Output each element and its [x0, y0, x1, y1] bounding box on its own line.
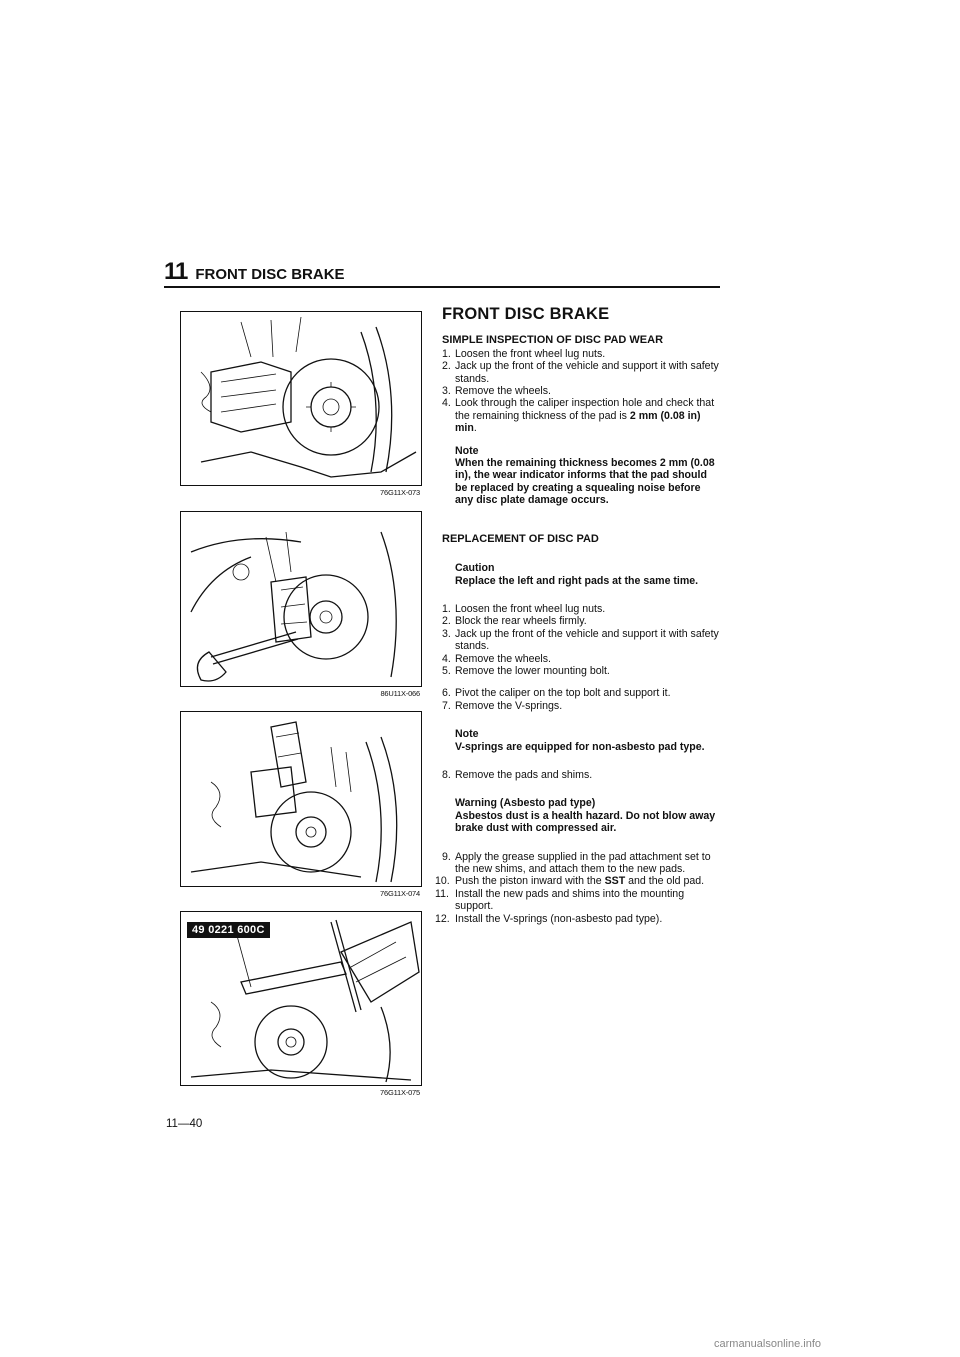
list-item: 11.Install the new pads and shims into t…	[435, 887, 685, 913]
caliper-pivot-drawing	[190, 721, 398, 883]
list-item: 3.Jack up the front of the vehicle and s…	[442, 627, 719, 653]
caliper-bolt-removal-drawing	[190, 531, 397, 682]
figure-1-illustration	[180, 311, 422, 486]
figure-2-code: 86U11X-066	[380, 689, 420, 698]
list-item: 6.Pivot the caliper on the top bolt and …	[442, 687, 671, 700]
figure-4-illustration: 49 0221 600C	[180, 911, 422, 1086]
watermark: carmanualsonline.info	[714, 1338, 822, 1350]
replacement-steps-b: 6.Pivot the caliper on the top bolt and …	[442, 687, 720, 712]
figure-1-code: 76G11X-073	[380, 488, 420, 497]
list-item: 2.Block the rear wheels firmly.	[442, 615, 587, 628]
list-item: 12.Install the V-springs (non-asbesto pa…	[435, 912, 663, 925]
list-item: 1.Loosen the front wheel lug nuts.	[442, 602, 606, 615]
inspection-steps: 1.Loosen the front wheel lug nuts. 2.Jac…	[442, 348, 720, 435]
figure-4-code: 76G11X-075	[380, 1088, 420, 1097]
list-item: 8.Remove the pads and shims.	[442, 768, 593, 781]
list-item: 9.Apply the grease supplied in the pad a…	[442, 850, 711, 875]
figure-2-illustration	[180, 511, 422, 687]
list-item: 4.Remove the wheels.	[442, 652, 551, 665]
section-title: FRONT DISC BRAKE	[442, 305, 610, 323]
replacement-caution: Caution Replace the left and right pads …	[455, 562, 699, 587]
sst-part-number-tag: 49 0221 600C	[187, 922, 270, 938]
piston-push-sst-drawing	[190, 919, 420, 1083]
list-item: 10.Push the piston inward with the SST a…	[435, 875, 705, 888]
replacement-step-8: 8.Remove the pads and shims.	[442, 769, 720, 781]
replacement-steps-c: 9.Apply the grease supplied in the pad a…	[435, 850, 720, 925]
list-item: 5.Remove the lower mounting bolt.	[442, 664, 610, 677]
asbestos-warning: Warning (Asbesto pad type) Asbestos dust…	[455, 797, 716, 835]
list-item: 2.Jack up the front of the vehicle and s…	[442, 360, 719, 385]
page-number: 11—40	[166, 1118, 203, 1130]
instruction-column: FRONT DISC BRAKE SIMPLE INSPECTION OF DI…	[435, 305, 720, 925]
vspring-note: Note V-springs are equipped for non-asbe…	[455, 728, 705, 753]
brake-caliper-drawing	[200, 316, 417, 478]
inspection-heading: SIMPLE INSPECTION OF DISC PAD WEAR	[442, 334, 664, 347]
replacement-heading: REPLACEMENT OF DISC PAD	[442, 532, 599, 545]
replacement-steps-a: 1.Loosen the front wheel lug nuts. 2.Blo…	[442, 603, 720, 677]
inspection-note: Note When the remaining thickness become…	[455, 444, 715, 507]
chapter-number: 11	[164, 258, 188, 285]
figure-3-illustration	[180, 711, 422, 887]
list-item: 4.Look through the caliper inspection ho…	[442, 397, 715, 435]
list-item: 3.Remove the wheels.	[442, 385, 551, 398]
list-item: 1.Loosen the front wheel lug nuts.	[442, 347, 606, 360]
page-header: 11 FRONT DISC BRAKE	[164, 258, 345, 286]
figure-3-code: 76G11X-074	[380, 889, 420, 898]
header-rule	[164, 286, 720, 288]
chapter-title: FRONT DISC BRAKE	[195, 266, 345, 283]
list-item: 7.Remove the V-springs.	[442, 699, 563, 712]
